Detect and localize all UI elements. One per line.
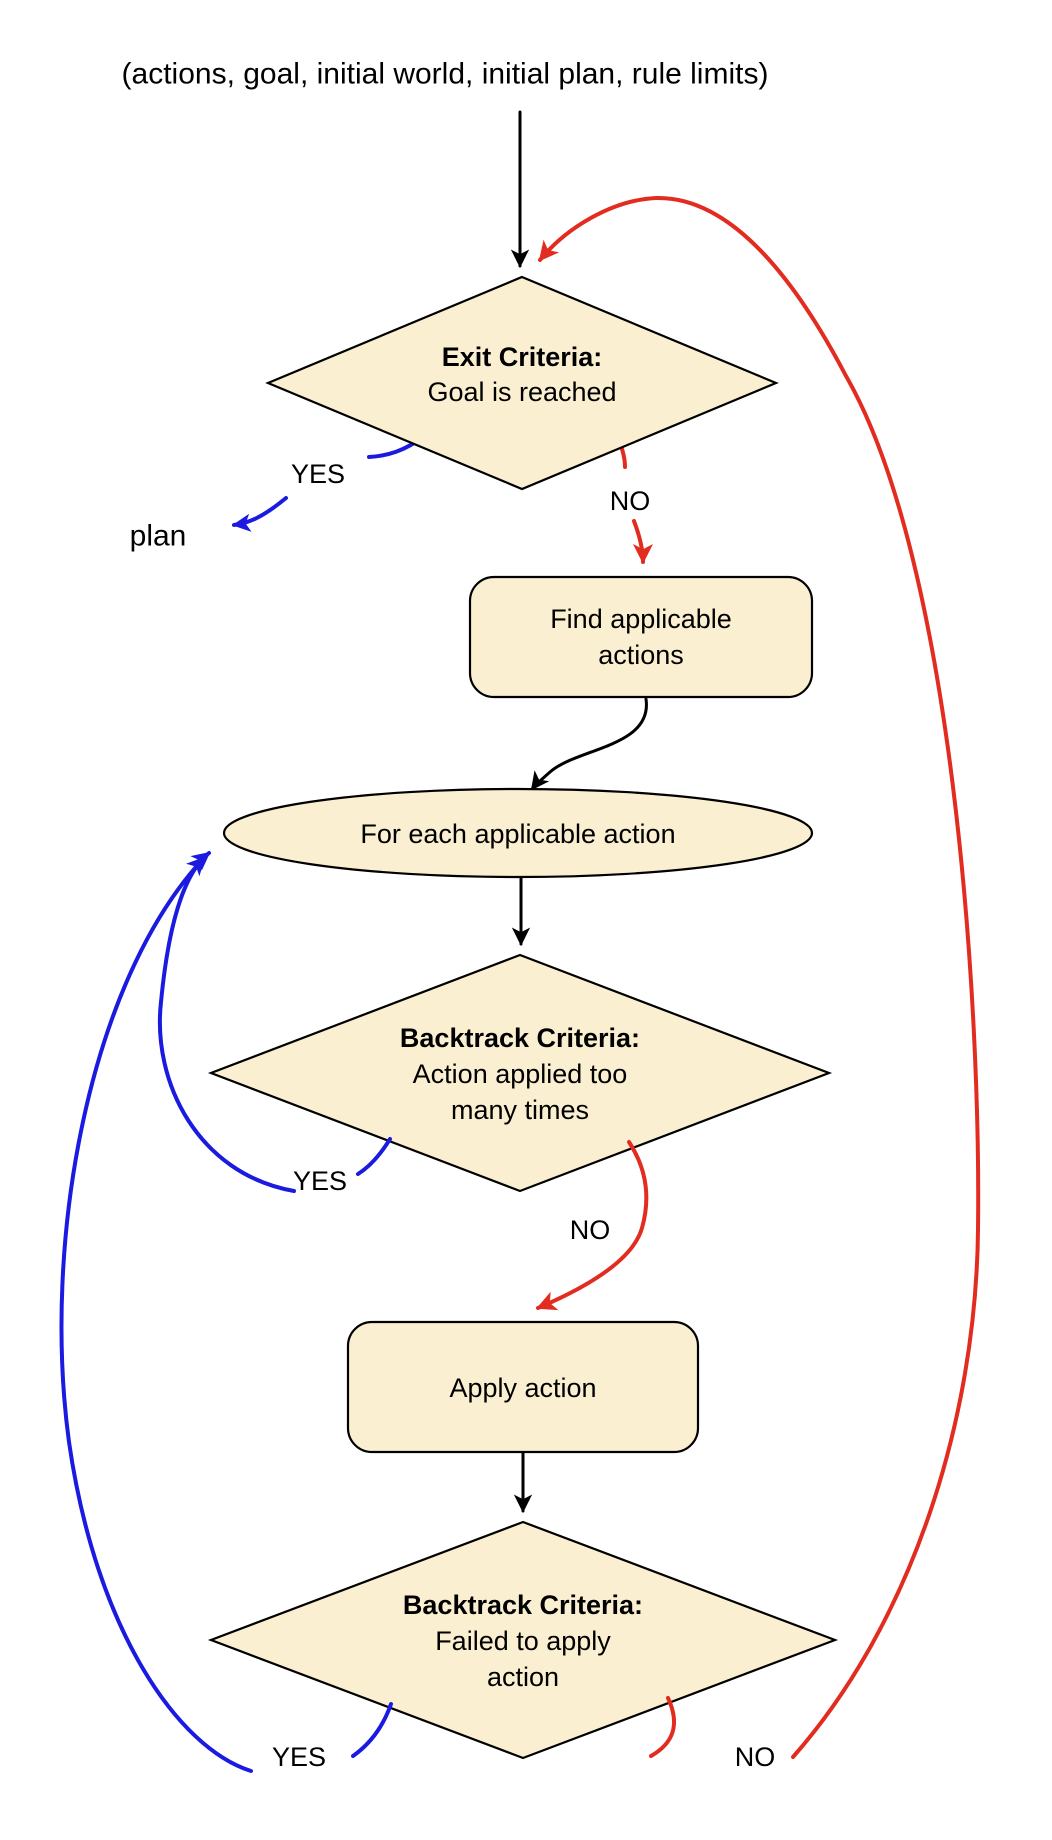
- for-each-line1: For each applicable action: [360, 819, 675, 849]
- toomany-no-label: NO: [570, 1215, 611, 1245]
- edge-failed-yes-to-foreach: [59, 856, 253, 1773]
- backtrack-failed-line2: Failed to apply: [435, 1626, 611, 1656]
- edge-failed-no-return: [538, 195, 981, 1759]
- apply-action-line1: Apply action: [449, 1373, 596, 1403]
- node-for-each: For each applicable action: [222, 787, 814, 879]
- find-actions-line1: Find applicable: [550, 604, 732, 634]
- exit-criteria-line2: Goal is reached: [427, 377, 616, 407]
- toomany-yes-label: YES: [293, 1166, 347, 1196]
- edge-failed-no-arc: [649, 1696, 677, 1758]
- exit-no-label: NO: [610, 486, 651, 516]
- edge-find-to-foreach: [530, 697, 648, 791]
- backtrack-failed-line3: action: [487, 1662, 559, 1692]
- edge-toomany-yes-arc: [356, 1137, 392, 1176]
- edge-toomany-no-to-apply: [536, 1140, 649, 1311]
- edge-exit-yes-to-plan: [232, 496, 288, 532]
- node-exit-criteria: Exit Criteria: Goal is reached: [265, 275, 779, 491]
- node-apply-action: Apply action: [346, 1320, 700, 1454]
- backtrack-too-many-line1: Backtrack Criteria:: [400, 1023, 640, 1053]
- plan-output-label: plan: [130, 520, 187, 553]
- backtrack-failed-line1: Backtrack Criteria:: [403, 1590, 643, 1620]
- exit-yes-label: YES: [291, 459, 345, 489]
- node-find-actions: Find applicable actions: [468, 575, 814, 699]
- failed-no-label: NO: [735, 1742, 776, 1772]
- edge-toomany-yes-to-foreach: [157, 851, 296, 1193]
- edge-exit-no-to-find: [632, 519, 653, 564]
- input-tuple-label: (actions, goal, initial world, initial p…: [122, 58, 769, 91]
- backtrack-too-many-line3: many times: [451, 1095, 589, 1125]
- find-actions-line2: actions: [598, 640, 684, 670]
- node-backtrack-failed: Backtrack Criteria: Failed to apply acti…: [207, 1520, 839, 1760]
- exit-criteria-line1: Exit Criteria:: [442, 342, 603, 372]
- node-backtrack-too-many: Backtrack Criteria: Action applied too m…: [207, 953, 833, 1193]
- edge-failed-yes-arc: [351, 1702, 393, 1758]
- backtrack-too-many-line2: Action applied too: [413, 1059, 628, 1089]
- failed-yes-label: YES: [272, 1742, 326, 1772]
